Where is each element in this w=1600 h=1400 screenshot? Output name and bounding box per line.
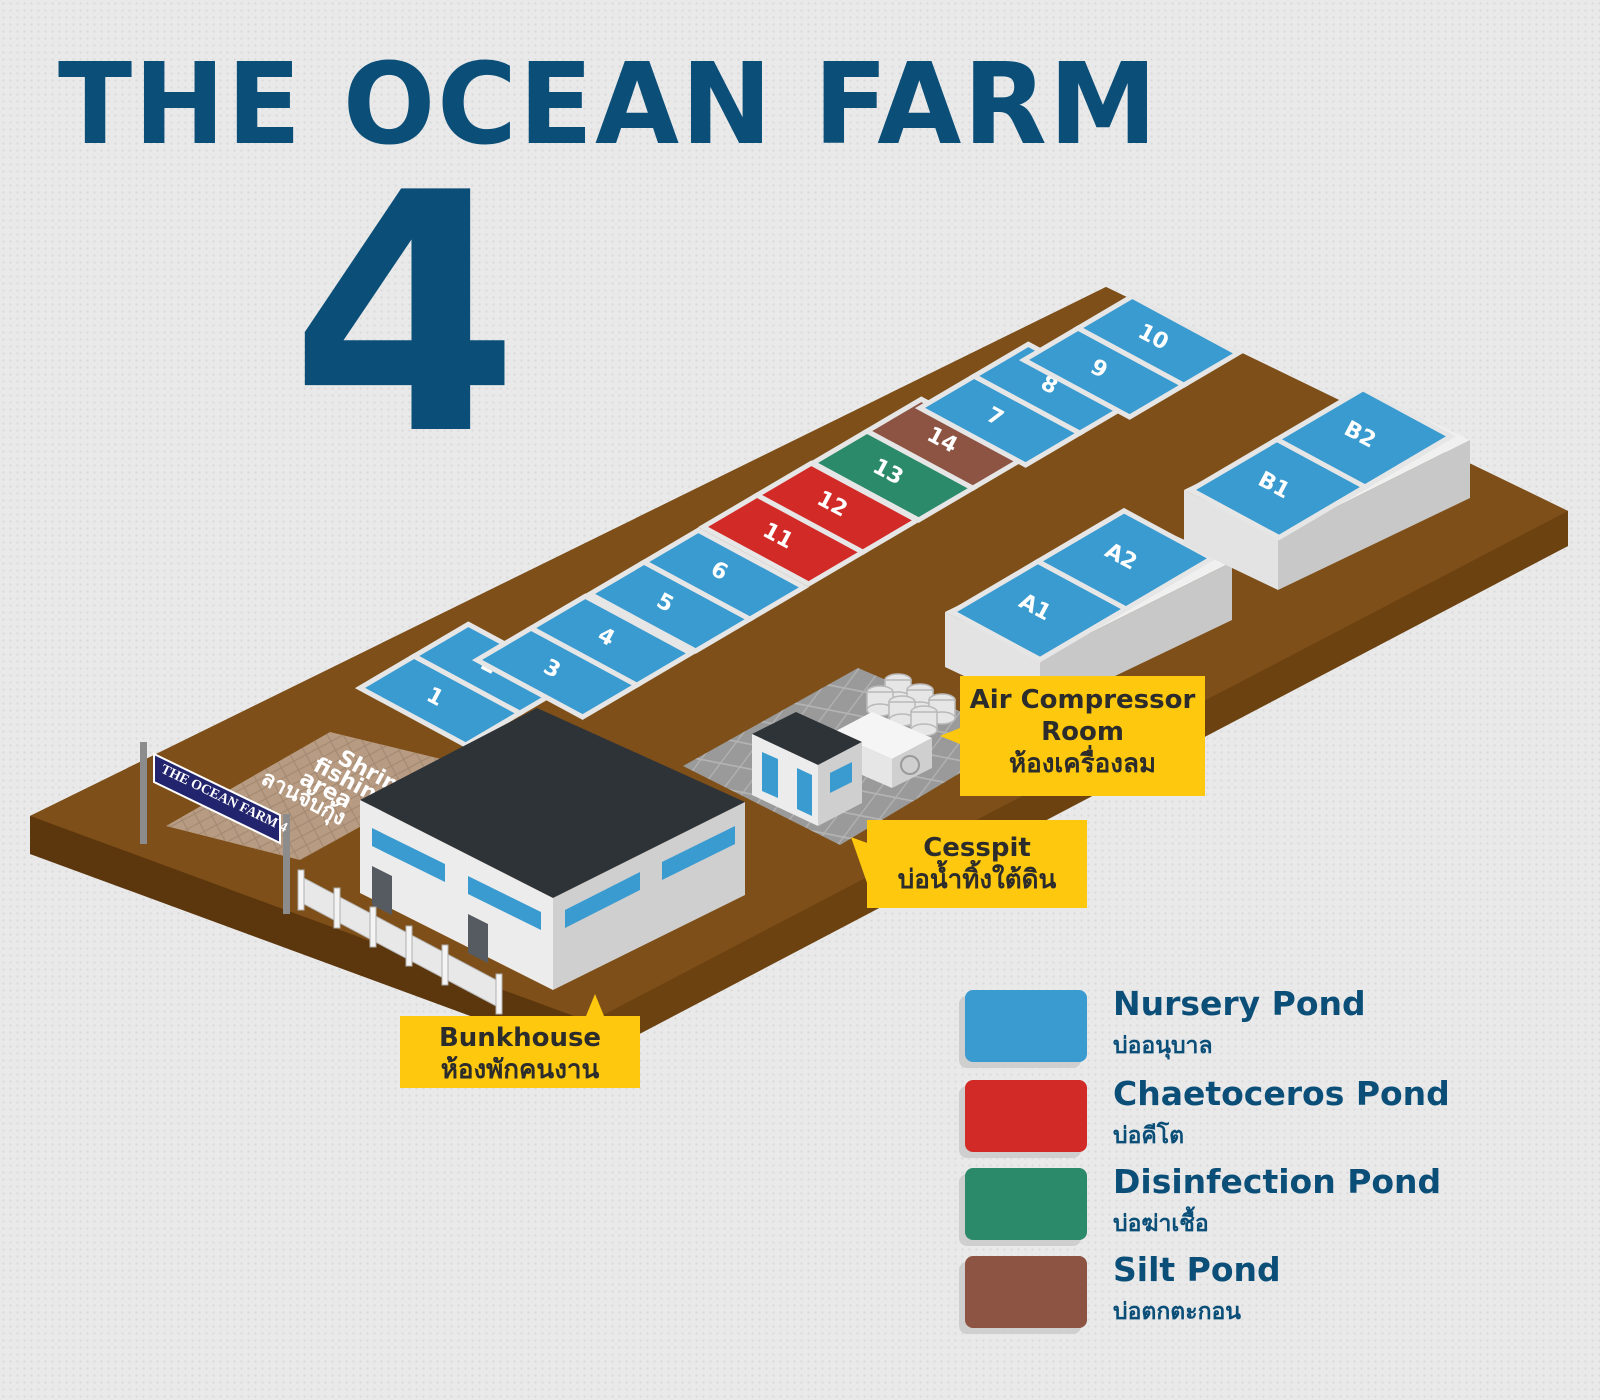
pond-4 — [526, 593, 697, 688]
air-compressor-label-th: ห้องเครื่องลม — [1008, 749, 1157, 779]
legend-swatch-chaetoceros — [965, 1080, 1087, 1152]
legend-label-th: บ่อฆ่าเชื้อ — [1113, 1211, 1209, 1237]
legend-item-disinfection: Disinfection Pond บ่อฆ่าเชื้อ — [965, 1162, 1485, 1248]
pond-group: 1234561112131478910 — [354, 293, 1244, 748]
shrimp-fishing-area: Shrimp fishing area ลานจับกุ้ง — [166, 732, 470, 860]
legend-label-en: Chaetoceros Pond — [1113, 1074, 1450, 1113]
legend-label-th: บ่อตกตะกอน — [1113, 1299, 1242, 1325]
legend-swatch-disinfection — [965, 1168, 1087, 1240]
cesspit-building — [752, 712, 862, 826]
air-compressor-callout: Air Compressor Room ห้องเครื่องลม — [940, 676, 1205, 796]
air-compressor-label-en-2: Room — [1041, 717, 1124, 747]
farm-number: 4 — [290, 123, 520, 507]
bunkhouse-label-th: ห้องพักคนงาน — [440, 1055, 600, 1085]
legend-label-th: บ่ออนุบาล — [1113, 1033, 1213, 1059]
legend-item-silt: Silt Pond บ่อตกตะกอน — [965, 1250, 1485, 1336]
bunkhouse-building — [360, 708, 745, 990]
legend-item-chaetoceros: Chaetoceros Pond บ่อคีโต — [965, 1074, 1485, 1160]
air-compressor-label-en-1: Air Compressor — [969, 685, 1196, 715]
legend-label-en: Silt Pond — [1113, 1250, 1281, 1289]
legend-label-en: Nursery Pond — [1113, 984, 1366, 1023]
air-compressor-tanks — [866, 673, 956, 737]
legend-item-nursery: Nursery Pond บ่ออนุบาล — [965, 984, 1485, 1070]
cesspit-label-th: บ่อน้ำทิ้งใต้ดิน — [897, 865, 1057, 895]
pond-6 — [639, 527, 810, 622]
pond-10 — [1073, 293, 1244, 388]
tank-pond-B2 — [1271, 385, 1457, 490]
bunkhouse-label-en: Bunkhouse — [438, 1023, 602, 1053]
cesspit-callout: Cesspit บ่อน้ำทิ้งใต้ดิน — [867, 820, 1087, 908]
fence — [297, 869, 503, 1015]
legend-swatch-silt — [965, 1256, 1087, 1328]
page-title: THE OCEAN FARM — [58, 40, 1159, 170]
bunkhouse-callout: Bunkhouse ห้องพักคนงาน — [400, 994, 640, 1088]
legend-label-th: บ่อคีโต — [1113, 1123, 1185, 1149]
legend-swatch-nursery — [965, 990, 1087, 1062]
legend-label-en: Disinfection Pond — [1113, 1162, 1442, 1201]
cesspit-label-en: Cesspit — [923, 833, 1031, 863]
